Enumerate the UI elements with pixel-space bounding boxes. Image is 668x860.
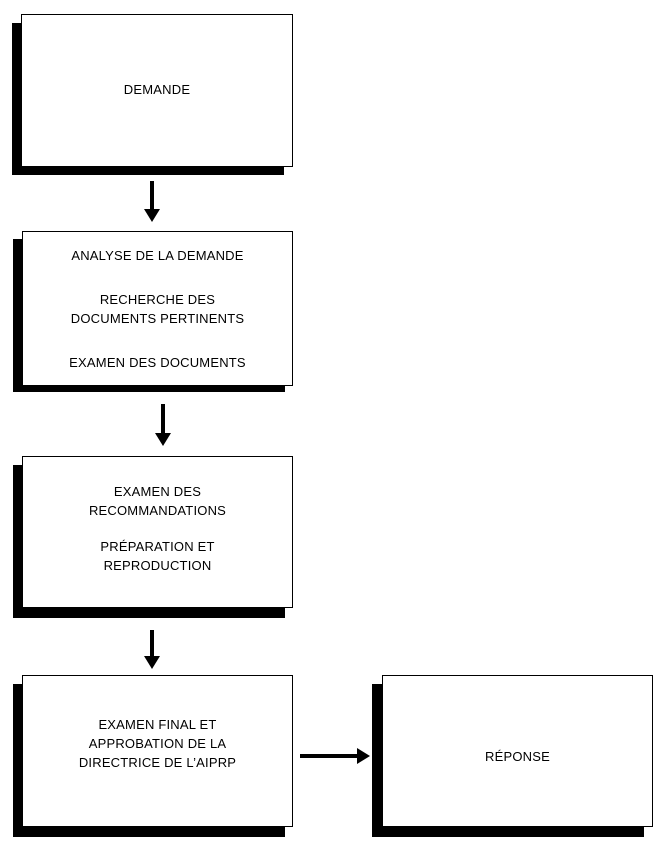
node-analyse[interactable] [22, 231, 293, 386]
arrow-shaft [160, 404, 165, 434]
arrow-shaft [149, 630, 154, 657]
node-recommandations[interactable] [22, 456, 293, 608]
node-reponse[interactable] [382, 675, 653, 827]
arrow-head-down-icon [154, 433, 171, 446]
arrow-head-right-icon [357, 747, 370, 764]
arrow-head-down-icon [143, 209, 160, 222]
node-examen-final[interactable] [22, 675, 293, 827]
arrow-shaft [149, 181, 154, 210]
arrow-shaft [300, 753, 358, 758]
node-demande[interactable] [21, 14, 293, 167]
connector-demande-to-analyse [143, 181, 160, 222]
connector-recommandations-to-examen-final [143, 630, 160, 669]
arrow-head-down-icon [143, 656, 160, 669]
connector-analyse-to-recommandations [154, 404, 171, 446]
connector-examen-final-to-reponse [300, 747, 370, 764]
